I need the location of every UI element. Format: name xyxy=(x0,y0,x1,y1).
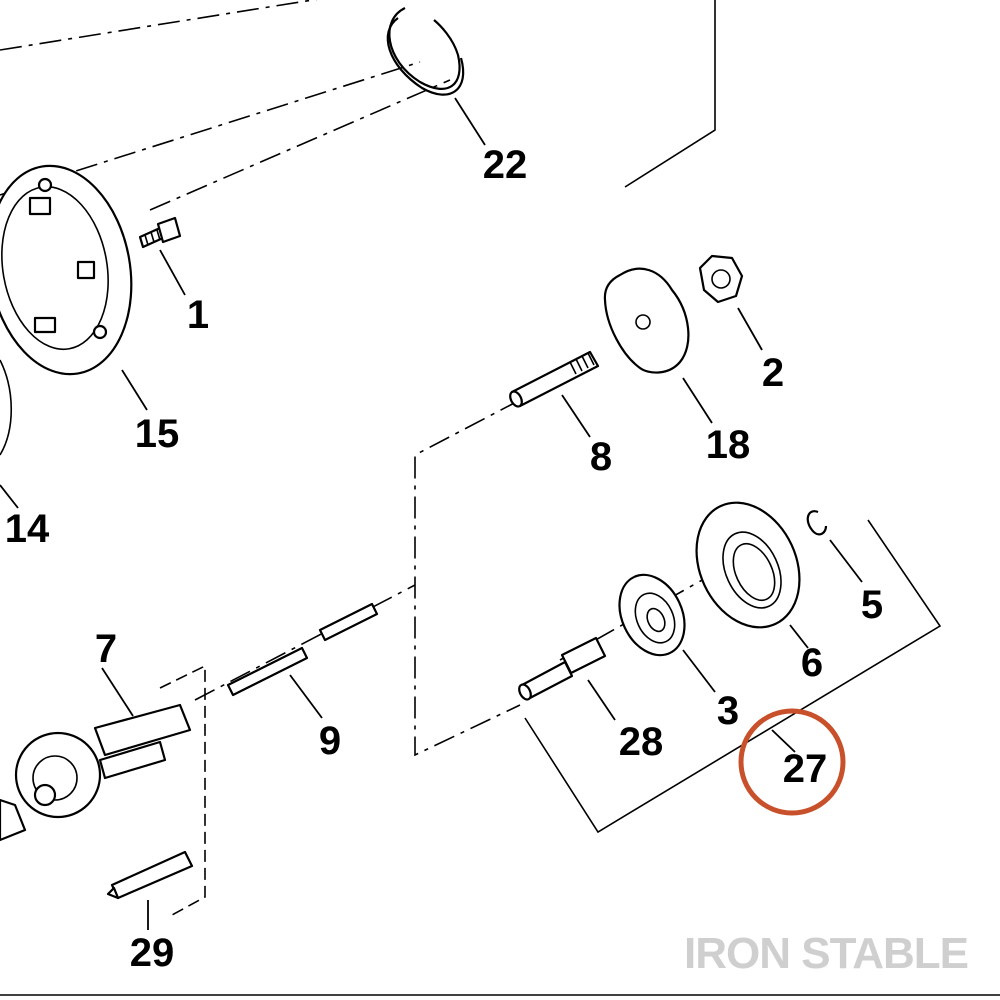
bracket-top-right xyxy=(624,0,716,188)
callout-9: 9 xyxy=(319,719,341,763)
pins-9 xyxy=(226,602,379,697)
pin-29 xyxy=(106,850,194,900)
callout-29: 29 xyxy=(130,931,175,975)
watermark-text: IRON STABLE xyxy=(684,929,968,978)
nut-2 xyxy=(698,254,744,304)
flange-plate-15 xyxy=(0,164,133,376)
callout-14: 14 xyxy=(5,507,50,551)
bearing-3 xyxy=(618,573,686,657)
bracket-group-7 xyxy=(159,664,206,916)
snap-ring-22 xyxy=(386,7,465,96)
callout-5: 5 xyxy=(861,583,883,627)
callout-7: 7 xyxy=(95,627,117,671)
callout-15: 15 xyxy=(135,412,180,456)
stud-8 xyxy=(509,350,600,408)
cam-plate-18 xyxy=(603,267,690,374)
callout-22: 22 xyxy=(483,143,528,187)
callout-18: 18 xyxy=(706,423,751,467)
leader-lines xyxy=(0,97,863,930)
circlip-5 xyxy=(806,510,828,536)
shaft-28 xyxy=(518,636,607,701)
part-14-edge xyxy=(0,359,12,456)
callout-27: 27 xyxy=(783,747,828,791)
bolt-1 xyxy=(138,216,182,249)
sprocket-shaft-7 xyxy=(0,703,192,842)
callout-28: 28 xyxy=(619,720,664,764)
callout-8: 8 xyxy=(590,435,612,479)
callout-6: 6 xyxy=(801,641,823,685)
bracket-group-27 xyxy=(524,519,942,834)
callout-3: 3 xyxy=(717,689,739,733)
highlight-circle xyxy=(738,708,846,816)
callout-1: 1 xyxy=(187,293,209,337)
callout-2: 2 xyxy=(762,351,784,395)
housing-6 xyxy=(695,501,801,629)
